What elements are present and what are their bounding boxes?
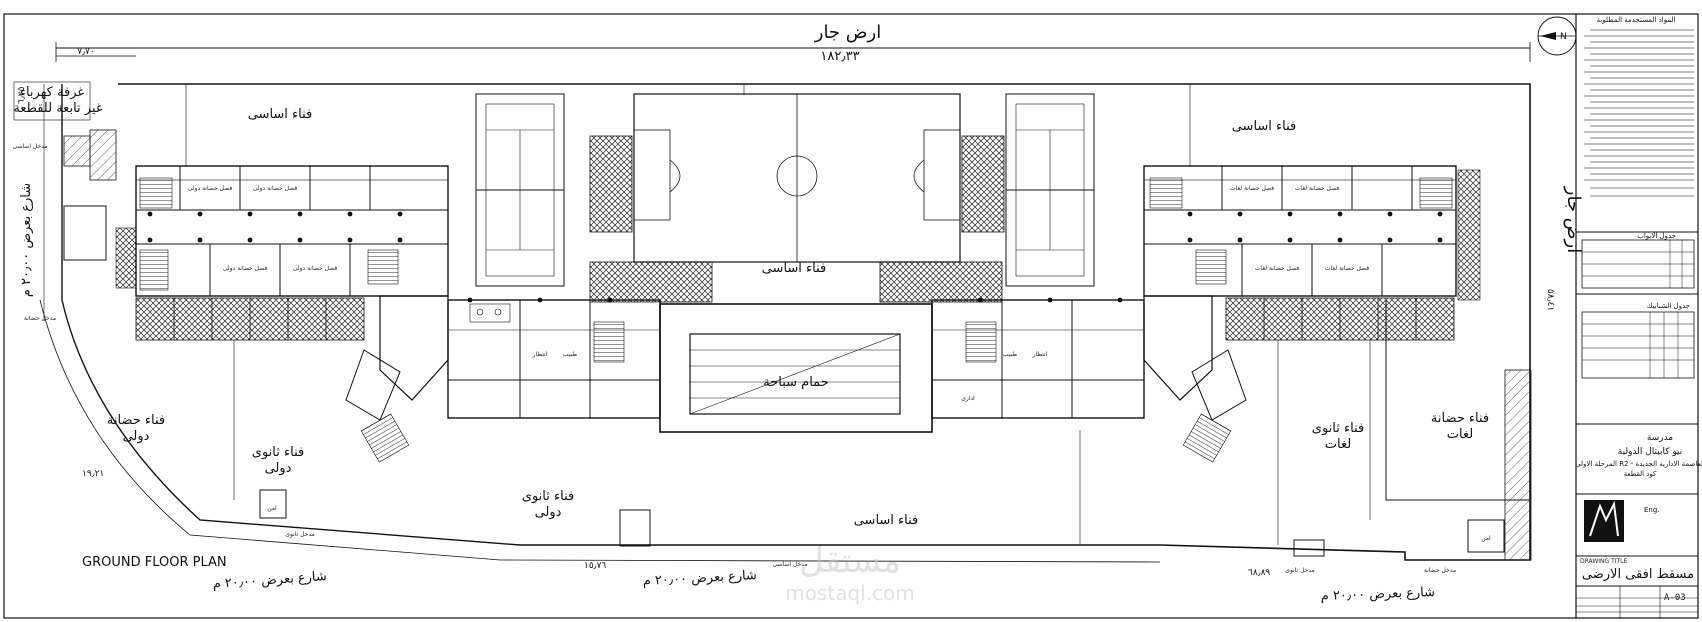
room-class-nursery-intl-2: فصل حضانة دولى xyxy=(253,185,298,192)
courtyard-basic-center: فناء اساسى xyxy=(762,261,827,276)
title-block xyxy=(1576,29,1698,618)
neighbor-top-label: ارض جار xyxy=(814,22,881,43)
left-wing xyxy=(115,165,449,463)
room-class-nursery-lang-2: فصل حضانة لغات xyxy=(1295,185,1339,192)
right-wing xyxy=(1143,165,1481,463)
sheet-border xyxy=(3,13,1699,619)
project-line-1: مدرسة xyxy=(1647,433,1673,443)
room-class-nursery-intl-1: فصل حضانة دولى xyxy=(188,185,233,192)
plan-title: GROUND FLOOR PLAN xyxy=(82,555,227,570)
room-security-left: امن xyxy=(267,505,277,512)
courtyard-secondary-lang: فناء ثانوى xyxy=(1312,421,1364,436)
column-markers xyxy=(147,211,1443,303)
entrance-main: مدخل اساسى xyxy=(772,561,807,568)
dim-bottom-2: ١٥٫٧٦ xyxy=(584,561,606,571)
electric-room-label-2: غير تابعة للقطعة xyxy=(13,101,103,116)
courtyard-nursery-lang: فناء حضانة xyxy=(1431,411,1489,426)
room-class-nursery-lang-3: فصل حضانة لغات xyxy=(1255,265,1299,272)
plot-boundary xyxy=(118,83,1531,561)
entrance-secondary-right: مدخل ثانوى xyxy=(1285,567,1315,574)
notes-header: المواد المستخدمة المطلوبة xyxy=(1597,16,1676,24)
neighbor-right-label: ارض جار xyxy=(1563,186,1584,253)
courtyard-secondary-intl-a: فناء ثانوى xyxy=(252,445,304,460)
project-line-4: كود القطعة xyxy=(1624,470,1657,478)
dim-bottom-3: ٦٨٫٨٩ xyxy=(1248,568,1270,578)
road-left-label: شارع بعرض ٢٠٫٠٠ م xyxy=(19,183,34,297)
room-admin: ادارى xyxy=(961,395,975,402)
room-doctor-left: طبيب xyxy=(563,351,578,358)
north-label: N xyxy=(1560,32,1567,42)
pool-basin xyxy=(689,333,901,415)
left-admin-block xyxy=(447,299,661,419)
shade-canopy-field-right xyxy=(961,135,1005,233)
courtyard-nursery-lang-2: لغات xyxy=(1447,427,1473,442)
courtyard-secondary-intl-a-2: دولى xyxy=(265,461,292,476)
neighbor-top-dimension: ١٨٢٫٣٣ xyxy=(820,49,859,64)
road-bottom-label-1: شارع بعرض ٢٠٫٠٠ م xyxy=(212,569,327,592)
drawing-title: مسقط افقى الارضى xyxy=(1582,567,1694,582)
street-edge xyxy=(39,299,1161,563)
top-left-dimension: ٧٫٧٠ xyxy=(77,47,94,57)
courtyard-secondary-intl-b-2: دولى xyxy=(535,505,562,520)
shade-canopy-field-left xyxy=(589,135,633,233)
project-line-3: المرحلة الاولى R2 - العاصمة الادارية الج… xyxy=(1575,460,1702,468)
football-field xyxy=(633,93,961,263)
neighbor-right-dimension: ٥٨٫٤١ xyxy=(1545,289,1555,311)
courtyard-secondary-lang-2: لغات xyxy=(1325,437,1351,452)
north-arrow xyxy=(1537,16,1577,56)
entrance-nursery-left: مدخل حضانة xyxy=(24,315,56,322)
room-class-nursery-lang-4: فصل حضانة لغات xyxy=(1325,265,1369,272)
road-bottom-label-2: شارع بعرض ٢٠٫٠٠ م xyxy=(642,568,757,589)
tennis-court-right xyxy=(1005,93,1095,287)
room-security-right: امن xyxy=(1481,535,1491,542)
room-class-nursery-intl-4: فصل حضانة دولى xyxy=(293,265,338,272)
room-waiting-left: انتظار xyxy=(532,351,548,358)
drawing-title-label: DRAWING TITLE xyxy=(1580,558,1628,565)
watermark-arabic: مستقل xyxy=(799,541,901,581)
courtyard-basic-bottom: فناء اساسى xyxy=(854,513,919,528)
windows-header: جدول الشبابيك xyxy=(1647,302,1690,310)
courtyard-secondary-intl-b: فناء ثانوى xyxy=(522,489,574,504)
courtyard-nursery-intl-2: دولى xyxy=(123,429,150,444)
doors-header: جدول الابواب xyxy=(1637,232,1676,240)
sheet-number: A-03 xyxy=(1664,593,1686,603)
room-class-nursery-intl-3: فصل حضانة دولى xyxy=(223,265,268,272)
room-class-nursery-lang-1: فصل حضانة لغات xyxy=(1230,185,1274,192)
watermark-latin: mostaql.com xyxy=(785,581,915,605)
entrance-basic-left: مدخل اساسى xyxy=(12,143,47,150)
electric-room-dimension: ٦٫٢٥ xyxy=(17,86,27,104)
swimming-pool-label: حمام سباحة xyxy=(763,375,828,390)
entrance-secondary-left: مدخل ثانوى xyxy=(285,531,315,538)
project-line-2: نيو كابيتال الدولية xyxy=(1618,447,1682,457)
tennis-court-left xyxy=(475,93,565,287)
room-doctor-right: طبيب xyxy=(1003,351,1018,358)
swimming-pool-block xyxy=(659,303,933,433)
courtyard-basic-right: فناء اساسى xyxy=(1232,119,1297,134)
entrance-nursery-right: مدخل حضانة xyxy=(1424,567,1456,574)
electric-room-label: غرفة كهرباء xyxy=(20,85,85,100)
courtyard-basic-left: فناء اساسى xyxy=(248,107,313,122)
room-waiting-right: انتظار xyxy=(1032,351,1048,358)
courtyard-nursery-intl: فناء حضانة xyxy=(107,413,165,428)
electric-room-box xyxy=(13,81,91,121)
road-bottom-label-3: شارع بعرض ٢٠٫٠٠ م xyxy=(1321,585,1436,604)
plot-curved-boundary xyxy=(61,299,1160,546)
dim-bottom-1: ١٩٫٢١ xyxy=(82,469,104,479)
logo-text: Eng. xyxy=(1644,506,1660,514)
